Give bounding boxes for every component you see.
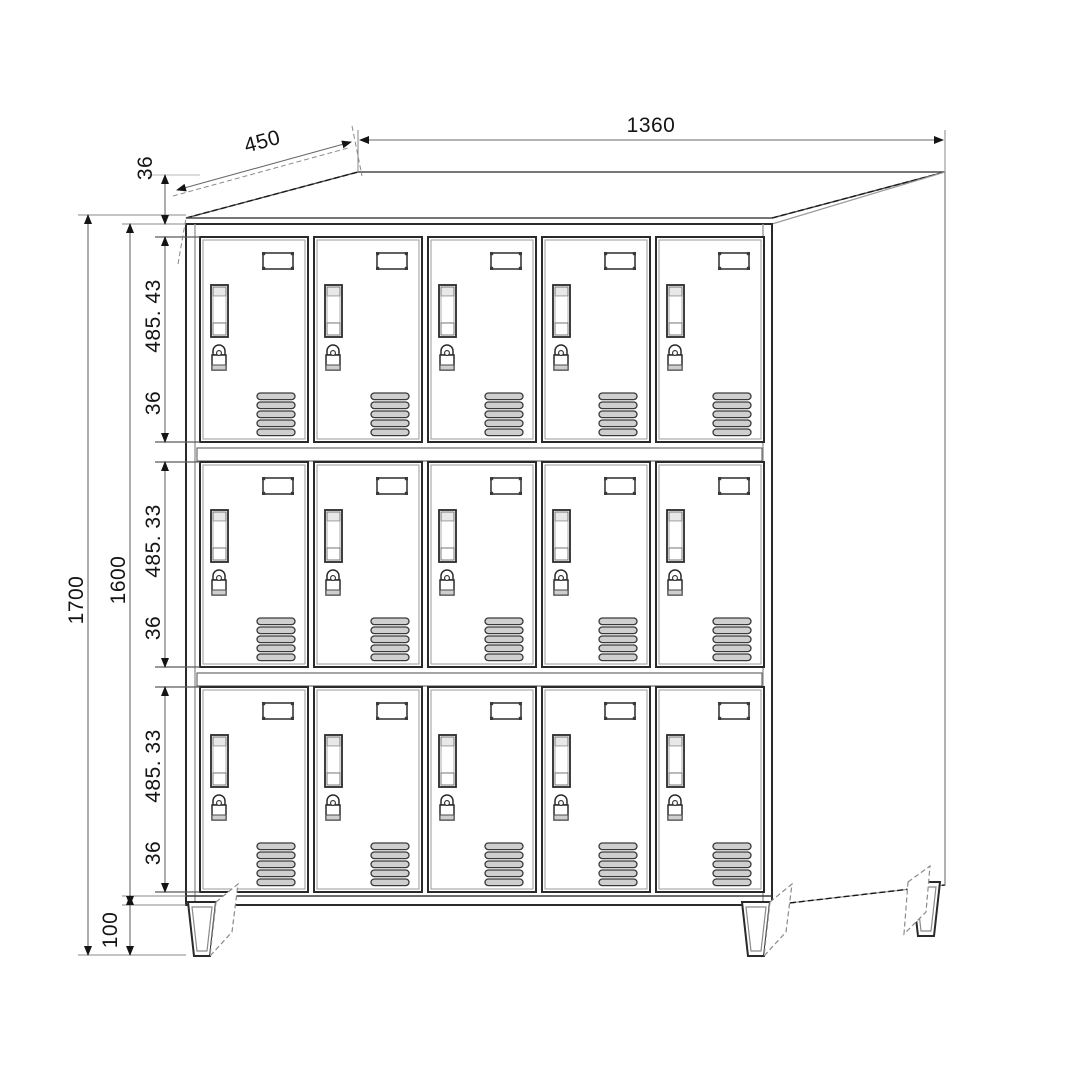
dimension-row-bottom: 485. 33 36 [142, 686, 169, 893]
dimension-row-top: 485. 43 36 [142, 236, 169, 443]
locker-row-top [199, 236, 765, 443]
locker-door[interactable] [313, 461, 423, 668]
locker-door[interactable] [199, 686, 309, 893]
locker-door[interactable] [541, 461, 651, 668]
dimension-top-thickness-label: 36 [134, 156, 157, 180]
dimension-overall-height: 1700 [65, 214, 92, 956]
dimension-body-height-label: 1600 [107, 556, 130, 605]
dimension-leg-height: 100 [99, 895, 134, 956]
dimension-overall-width: 1360 [357, 114, 946, 172]
dimension-annotations: 1700 1600 100 36 485. 43 36 485. 33 36 [65, 114, 946, 956]
locker-door[interactable] [541, 686, 651, 893]
leg-front-left [187, 882, 239, 958]
shelf-divider-1 [196, 447, 763, 462]
locker-door[interactable] [199, 236, 309, 443]
locker-door[interactable] [427, 461, 537, 668]
locker-door[interactable] [313, 236, 423, 443]
leg-rear-right [903, 864, 941, 937]
cabinet-assembly [185, 171, 946, 958]
dimension-row-middle-label: 485. 33 [142, 504, 165, 578]
dimension-row-middle: 485. 33 36 [142, 461, 169, 668]
locker-door[interactable] [427, 686, 537, 893]
locker-door[interactable] [427, 236, 537, 443]
shelf-divider-2 [196, 672, 763, 687]
cabinet-right-side-panel [771, 171, 946, 906]
locker-row-bottom [199, 686, 765, 893]
leg-front-right [741, 882, 793, 958]
locker-door[interactable] [655, 686, 765, 893]
dimension-row-top-label: 485. 43 [142, 279, 165, 353]
dimension-divider-3-label: 36 [142, 841, 165, 865]
locker-door[interactable] [199, 461, 309, 668]
dimension-divider-1-label: 36 [142, 391, 165, 415]
locker-door[interactable] [541, 236, 651, 443]
dimension-top-thickness: 36 [134, 156, 169, 225]
locker-door[interactable] [313, 686, 423, 893]
dimension-body-height: 1600 [107, 223, 134, 906]
dimension-row-bottom-label: 485. 33 [142, 729, 165, 803]
dimension-depth-label: 450 [242, 126, 283, 158]
locker-door[interactable] [655, 236, 765, 443]
dimension-leg-height-label: 100 [99, 912, 122, 949]
dimension-overall-width-label: 1360 [627, 114, 676, 137]
locker-door[interactable] [655, 461, 765, 668]
dimension-divider-2-label: 36 [142, 616, 165, 640]
locker-row-middle [199, 461, 765, 668]
dimension-overall-height-label: 1700 [65, 576, 88, 625]
